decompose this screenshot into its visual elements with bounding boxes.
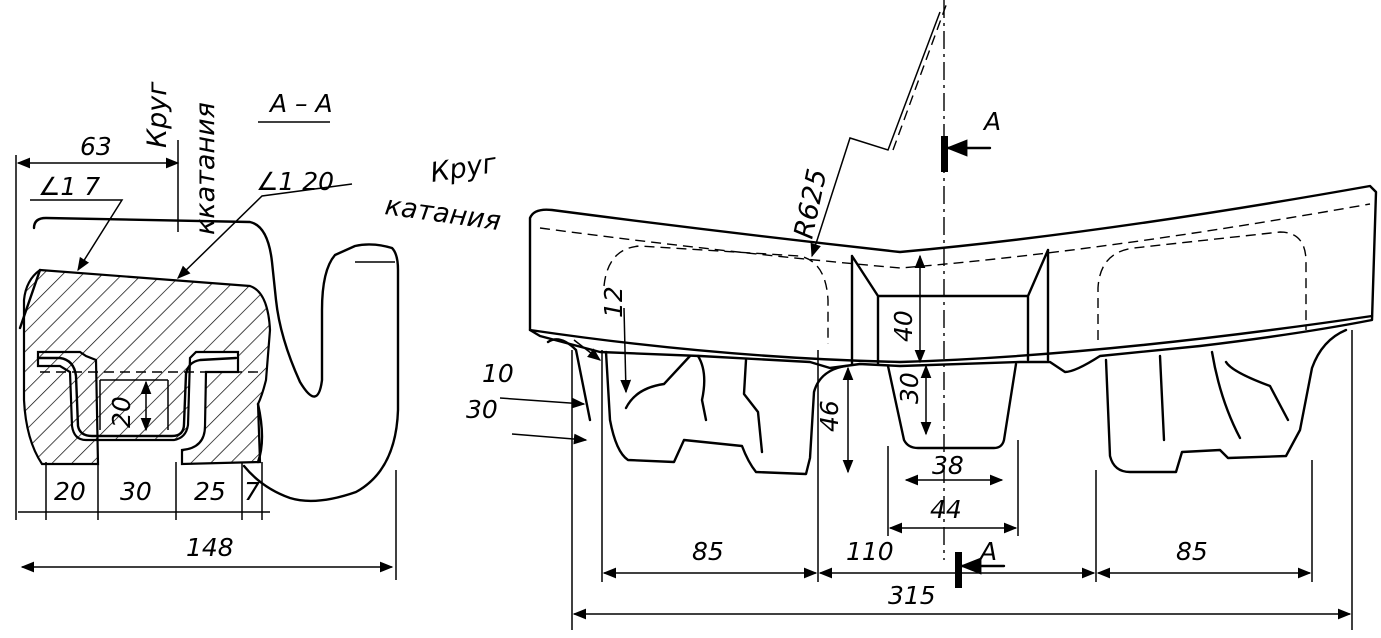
rolling-circle-left-label-2: ккатания	[190, 102, 221, 235]
right-pocket-dash	[1097, 231, 1307, 340]
left-lug	[604, 350, 848, 476]
section-hatch	[22, 268, 272, 466]
angle-label-2: ∠1 20	[256, 167, 334, 196]
centerlines	[810, 0, 1006, 588]
side-view	[528, 184, 1378, 476]
left-lug-inner	[624, 354, 764, 454]
right-lug-inner	[1158, 350, 1290, 442]
dim-7: 7	[244, 477, 260, 506]
right-lug	[1104, 328, 1348, 474]
left-end-fillet	[546, 338, 592, 422]
left-dimensions	[15, 121, 397, 580]
angle-label-1: ∠1 7	[38, 172, 100, 201]
dim-315: 315	[888, 581, 936, 610]
section-mark-top-label: А	[982, 107, 1001, 136]
dim-44: 44	[930, 495, 962, 524]
section-mark-bottom	[955, 552, 962, 588]
radius-label: R625	[789, 166, 834, 241]
text-labels: А – А А А Круг ккатания Круг катания ∠1 …	[38, 81, 1208, 610]
rolling-circle-right-label-2: катания	[383, 190, 503, 237]
channel-inner	[99, 379, 169, 430]
dim-40: 40	[889, 310, 918, 342]
left-pocket-dash	[603, 245, 829, 344]
channel-insert	[36, 356, 238, 438]
dim-148: 148	[186, 533, 234, 562]
dim-30: 30	[120, 477, 152, 506]
section-mark-bottom-label: А	[978, 537, 997, 566]
dim-110: 110	[846, 537, 894, 566]
rolling-circle-left-label-1: Круг	[142, 81, 173, 148]
dim-38: 38	[932, 451, 964, 480]
dim-20-height: 20	[107, 396, 136, 428]
dim-63: 63	[80, 132, 112, 161]
section-title: А – А	[268, 89, 333, 118]
shoe-outer-body	[528, 184, 1378, 374]
rolling-circle-right-label-1: Круг	[428, 148, 499, 189]
dim-30a: 30	[466, 395, 498, 424]
dim-85a: 85	[692, 537, 724, 566]
section-upper-body	[32, 216, 400, 503]
dim-12: 12	[599, 286, 628, 318]
center-lug	[886, 362, 1018, 450]
dim-25: 25	[194, 477, 226, 506]
central-window	[850, 248, 1050, 366]
dim-10: 10	[482, 359, 514, 388]
lower-edge-line	[528, 314, 1374, 364]
section-view	[18, 216, 400, 503]
section-mark-top	[941, 136, 948, 172]
dim-30b: 30	[895, 372, 924, 404]
section-lower-body	[18, 268, 264, 464]
right-dimensions	[499, 254, 1353, 630]
dim-85b: 85	[1176, 537, 1208, 566]
rolling-circle-dash	[539, 203, 1371, 269]
dim-46: 46	[815, 400, 844, 432]
dim-20: 20	[54, 477, 86, 506]
